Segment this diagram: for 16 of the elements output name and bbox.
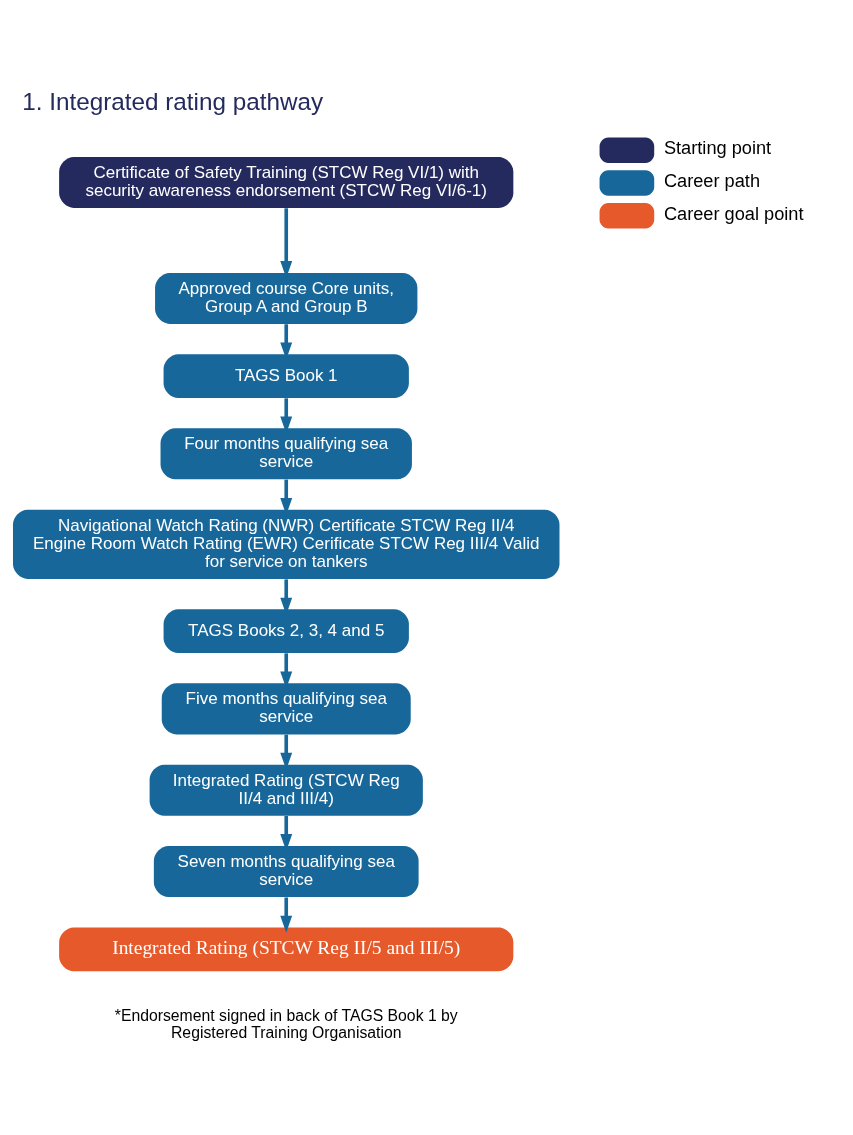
node-box: Navigational Watch Rating (NWR) Certificate STCW Reg II/4 Engine Room Watch Rating (EWR) Cerificate STCW Reg III/4 Valid for service on tankers bbox=[13, 509, 560, 579]
legend-label: Career path bbox=[663, 170, 761, 191]
label: *Endorsement signed in back of TAGS Book 1 by Registered Training Organisation bbox=[114, 1006, 458, 1041]
diagram-title: 1. Integrated rating pathway bbox=[22, 87, 324, 115]
node-box: Five months qualifying sea service bbox=[161, 682, 411, 734]
node-box: TAGS Book 1 bbox=[163, 353, 409, 398]
node-box: TAGS Books 2, 3, 4 and 5 bbox=[163, 608, 409, 653]
node-box: Approved course Core units, Group A and Group B bbox=[155, 272, 418, 324]
node-box: Certificate of Safety Training (STCW Reg VI/1) with security awareness endorsement (STCW Reg VI/6-1) bbox=[59, 156, 514, 208]
node-box: Four months qualifying sea service bbox=[160, 427, 412, 479]
legend-label: Career goal point bbox=[663, 203, 804, 224]
node-box: Integrated Rating (STCW Reg II/5 and III/5) bbox=[59, 927, 514, 971]
node-box: Seven months qualifying sea service bbox=[153, 845, 419, 897]
arrow bbox=[280, 897, 293, 933]
legend-label: Starting point bbox=[663, 137, 772, 158]
node-box: Integrated Rating (STCW Reg II/4 and III/4) bbox=[149, 764, 423, 816]
